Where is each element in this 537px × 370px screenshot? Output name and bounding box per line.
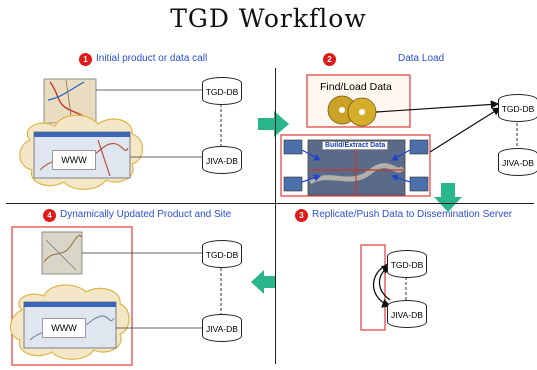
quadrant-divider-vertical <box>275 68 276 364</box>
step-label-3: Replicate/Push Data to Dissemination Ser… <box>312 209 513 220</box>
step-badge-3: 3 <box>295 209 308 222</box>
q1-jiva-db: JIVA-DB <box>202 146 242 174</box>
step-badge-4: 4 <box>43 209 56 222</box>
step-badge-2: 2 <box>323 53 336 66</box>
build-extract-label: Build/Extract Data <box>322 141 389 150</box>
q3-jiva-db: JIVA-DB <box>387 300 427 328</box>
teal-arrow-right <box>258 111 289 137</box>
find-load-label: Find/Load Data <box>320 81 392 93</box>
step-badge-1: 1 <box>79 53 92 66</box>
computer-icon <box>283 139 429 192</box>
q4-www-label: WWW <box>42 318 86 338</box>
quadrant-divider-horizontal <box>6 203 534 204</box>
q2-tgd-db: TGD-DB <box>498 94 537 122</box>
replica-frame <box>360 244 386 331</box>
q1-www-label: WWW <box>52 150 96 170</box>
q4-tgd-db: TGD-DB <box>202 240 242 268</box>
diagram-title: TGD Workflow <box>170 4 367 33</box>
cd-icon <box>327 95 377 127</box>
step-label-2: Data Load <box>398 53 445 64</box>
q2-jiva-db: JIVA-DB <box>498 148 537 176</box>
step-label-4: Dynamically Updated Product and Site <box>60 209 232 220</box>
q4-jiva-db: JIVA-DB <box>202 314 242 342</box>
teal-arrow-down <box>434 183 462 212</box>
q1-tgd-db: TGD-DB <box>202 77 242 105</box>
teal-arrow-left <box>251 270 276 294</box>
q3-tgd-db: TGD-DB <box>387 250 427 278</box>
step-label-1: Initial product or data call <box>96 53 208 64</box>
q4-map-thumbnail <box>41 231 83 275</box>
q1-map-thumbnail <box>43 78 97 124</box>
